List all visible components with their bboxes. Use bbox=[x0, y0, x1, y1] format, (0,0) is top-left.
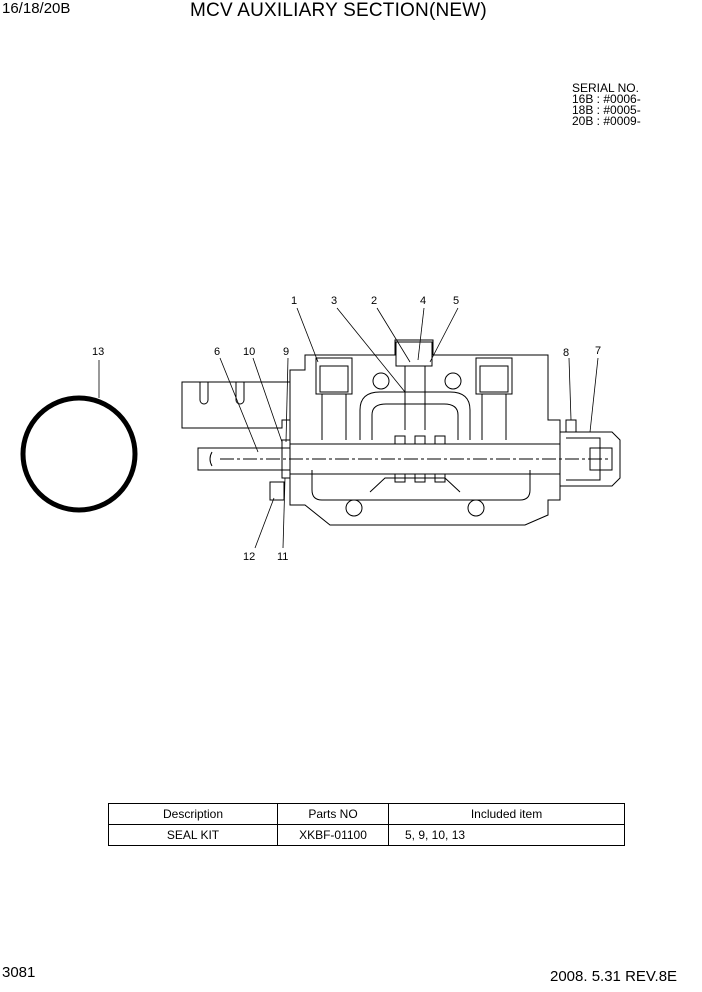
end-cap bbox=[559, 431, 621, 487]
callout-9: 9 bbox=[283, 346, 289, 358]
col-description: Description bbox=[108, 803, 278, 825]
callout-2: 2 bbox=[371, 295, 377, 307]
port-right-inner bbox=[479, 365, 509, 393]
bolt-12 bbox=[269, 481, 285, 501]
serial-line-20b: 20B : #0009- bbox=[572, 114, 641, 128]
col-parts-no: Parts NO bbox=[277, 803, 389, 825]
channel-right bbox=[481, 394, 507, 440]
detent-plug bbox=[589, 447, 613, 471]
hole-top-right bbox=[444, 372, 462, 390]
cell-parts-no: XKBF-01100 bbox=[277, 824, 389, 846]
model-label: 16/18/20B bbox=[2, 0, 71, 17]
hole-bottom-right bbox=[467, 499, 485, 517]
channel-left bbox=[321, 394, 347, 440]
callout-13: 13 bbox=[92, 346, 104, 358]
bridge-passage-inner bbox=[371, 403, 459, 440]
callout-6: 6 bbox=[214, 346, 220, 358]
cell-included-item: 5, 9, 10, 13 bbox=[388, 824, 625, 846]
port-right bbox=[475, 357, 513, 395]
spool-lands-top bbox=[394, 435, 446, 444]
revision-date: 2008. 5.31 REV.8E bbox=[550, 968, 678, 985]
callout-10: 10 bbox=[243, 346, 255, 358]
lower-passage bbox=[311, 470, 531, 501]
spool-lands-bottom bbox=[394, 474, 446, 483]
table-row: SEAL KIT XKBF-01100 5, 9, 10, 13 bbox=[108, 824, 625, 846]
serial-line-18b: 18B : #0005- bbox=[572, 103, 641, 117]
relief-plug bbox=[395, 341, 433, 367]
spool-eye bbox=[209, 451, 213, 467]
callout-12: 12 bbox=[243, 551, 255, 563]
parts-table: Description Parts NO Included item SEAL … bbox=[108, 803, 625, 846]
bridge-passage bbox=[359, 391, 471, 440]
o-ring-13 bbox=[20, 395, 138, 513]
page-title: MCV AUXILIARY SECTION(NEW) bbox=[190, 0, 487, 21]
page-number: 3081 bbox=[2, 964, 36, 981]
callout-5: 5 bbox=[453, 295, 459, 307]
callout-7: 7 bbox=[595, 345, 601, 357]
end-cap-inner bbox=[566, 437, 601, 481]
bracket-slot-2 bbox=[235, 382, 245, 405]
col-included-item: Included item bbox=[388, 803, 625, 825]
callout-11: 11 bbox=[277, 551, 288, 563]
bolt-8 bbox=[565, 419, 577, 433]
leader-lines bbox=[98, 307, 599, 549]
serial-heading: SERIAL NO. bbox=[572, 81, 639, 95]
serial-line-16b: 16B : #0006- bbox=[572, 92, 641, 106]
center-bore bbox=[404, 366, 426, 430]
hole-top-left bbox=[372, 372, 390, 390]
port-left bbox=[315, 357, 353, 395]
hole-bottom-left bbox=[345, 499, 363, 517]
valve-body bbox=[289, 339, 561, 526]
callout-3: 3 bbox=[331, 295, 337, 307]
callout-8: 8 bbox=[563, 347, 569, 359]
table-header-row: Description Parts NO Included item bbox=[108, 803, 625, 825]
callout-4: 4 bbox=[420, 295, 426, 307]
bracket-slot-1 bbox=[199, 382, 209, 405]
callout-1: 1 bbox=[291, 295, 297, 307]
cell-description: SEAL KIT bbox=[108, 824, 278, 846]
port-left-inner bbox=[319, 365, 349, 393]
